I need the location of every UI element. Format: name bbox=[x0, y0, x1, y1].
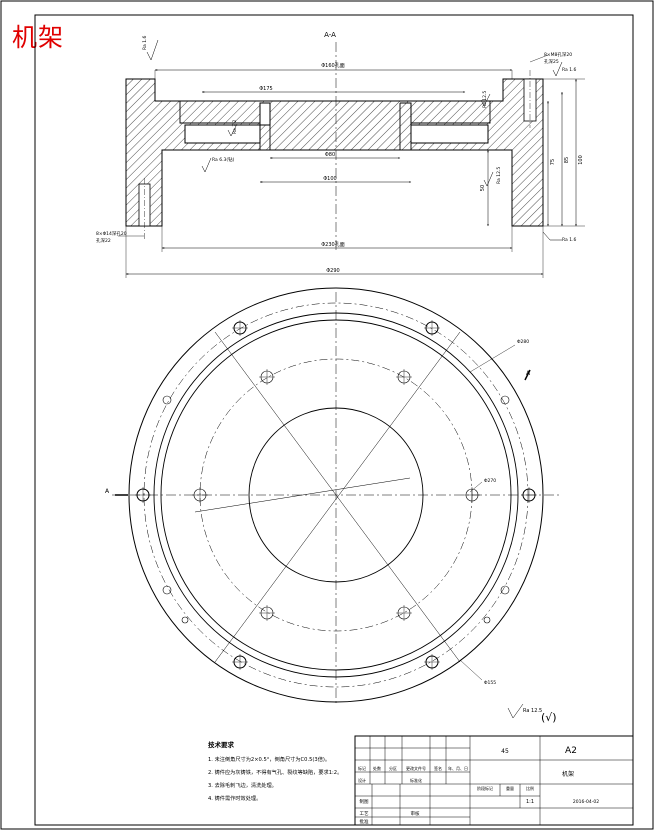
roughness-right-step: Ra 12.5 bbox=[482, 91, 488, 108]
tb-h-date: 年、月、日 bbox=[448, 765, 468, 771]
tb-date: 2016-04-02 bbox=[573, 799, 599, 805]
inner-border bbox=[34, 14, 634, 826]
dim-100: Φ100 bbox=[323, 176, 336, 182]
callout-right-hole-b: 孔深25 bbox=[544, 58, 559, 65]
roughness-top-left: Ra 1.6 bbox=[142, 35, 148, 50]
tb-scale-label: 比例 bbox=[526, 785, 534, 791]
plan-section-mark-left: A bbox=[105, 488, 110, 495]
tb-approve2: 批准 bbox=[360, 818, 369, 825]
tb-drawer: 制图 bbox=[360, 798, 369, 805]
tb-stage: 阶段标记 bbox=[477, 785, 493, 791]
tb-approver: 审核 bbox=[411, 810, 420, 817]
roughness-inner: Ra 6.3(钻) bbox=[212, 156, 235, 163]
tb-standard: 标准化 bbox=[410, 777, 422, 783]
dim-height-100: 100 bbox=[578, 155, 584, 165]
roughness-mid: Ra 3.2 bbox=[232, 119, 238, 134]
tb-checker: 工艺 bbox=[360, 811, 369, 817]
dim-overall: Φ290 bbox=[326, 268, 339, 274]
roughness-right-inner: Ra 12.5 bbox=[496, 167, 502, 184]
tech-requirements: 技术要求 1. 未注倒角尺寸为2×0.5°，倒角尺寸为C0.5(3倍)。 2. … bbox=[208, 740, 342, 802]
tech-item-4: 4. 铸件需作时效处理。 bbox=[208, 794, 261, 802]
tb-h-mark: 标记 bbox=[358, 765, 366, 771]
general-roughness-value: Ra 12.5 bbox=[523, 708, 542, 714]
callout-left-hole: 8×Φ14深孔20 bbox=[96, 230, 127, 237]
dim-175: Φ175 bbox=[259, 86, 272, 92]
stamp-label: 机架 bbox=[12, 23, 65, 52]
tb-designer: 设计 bbox=[358, 777, 366, 783]
dim-top-bore: Φ160孔面 bbox=[321, 62, 344, 69]
tech-item-1: 1. 未注倒角尺寸为2×0.5°，倒角尺寸为C0.5(3倍)。 bbox=[208, 755, 330, 763]
plan-dim-inner: Φ155 bbox=[484, 680, 496, 686]
tb-h-zone: 分区 bbox=[389, 765, 397, 771]
tech-item-3: 3. 去除毛刺飞边，清洗处理。 bbox=[208, 781, 277, 789]
tb-h-file: 更改文件号 bbox=[406, 765, 426, 771]
tb-sheet-size: A2 bbox=[565, 746, 577, 756]
plan-section-mark-right: A bbox=[526, 370, 531, 377]
tb-scale: 1:1 bbox=[526, 799, 534, 805]
dim-bottom-bore: Φ230孔面 bbox=[321, 241, 344, 248]
dim-80: Φ80 bbox=[325, 152, 335, 158]
tech-title: 技术要求 bbox=[208, 740, 235, 749]
tb-material: 45 bbox=[501, 748, 509, 755]
roughness-top-right: Ra 1.6 bbox=[562, 67, 577, 73]
dim-height-75: 75 bbox=[550, 159, 556, 165]
plan-dim-outer: Φ280 bbox=[517, 339, 529, 345]
tb-weight: 重量 bbox=[506, 785, 514, 791]
tb-h-sign: 签名 bbox=[434, 765, 442, 771]
callout-left-hole-b: 孔深22 bbox=[96, 237, 111, 244]
roughness-bottom-right: Ra 1.6 bbox=[562, 237, 577, 243]
section-view: A-A Φ160孔面 Φ175 Φ80 Φ100 Φ230孔面 bbox=[96, 31, 585, 719]
title-block bbox=[354, 735, 634, 826]
dim-height-50: 50 bbox=[480, 185, 486, 191]
dim-height-85: 85 bbox=[564, 157, 570, 163]
tech-item-2: 2. 铸件应为灰铸铁，不得有气孔、裂纹等缺陷，要求1:2。 bbox=[208, 768, 342, 776]
section-label: A-A bbox=[324, 31, 336, 39]
tb-h-count: 处数 bbox=[373, 765, 381, 771]
general-roughness-paren: (√) bbox=[541, 711, 557, 724]
plan-dim-pitch: Φ270 bbox=[484, 478, 496, 484]
plan-view bbox=[112, 287, 560, 706]
tb-part-name: 机架 bbox=[562, 770, 574, 778]
callout-right-hole: 8×M8孔深20 bbox=[544, 51, 572, 58]
